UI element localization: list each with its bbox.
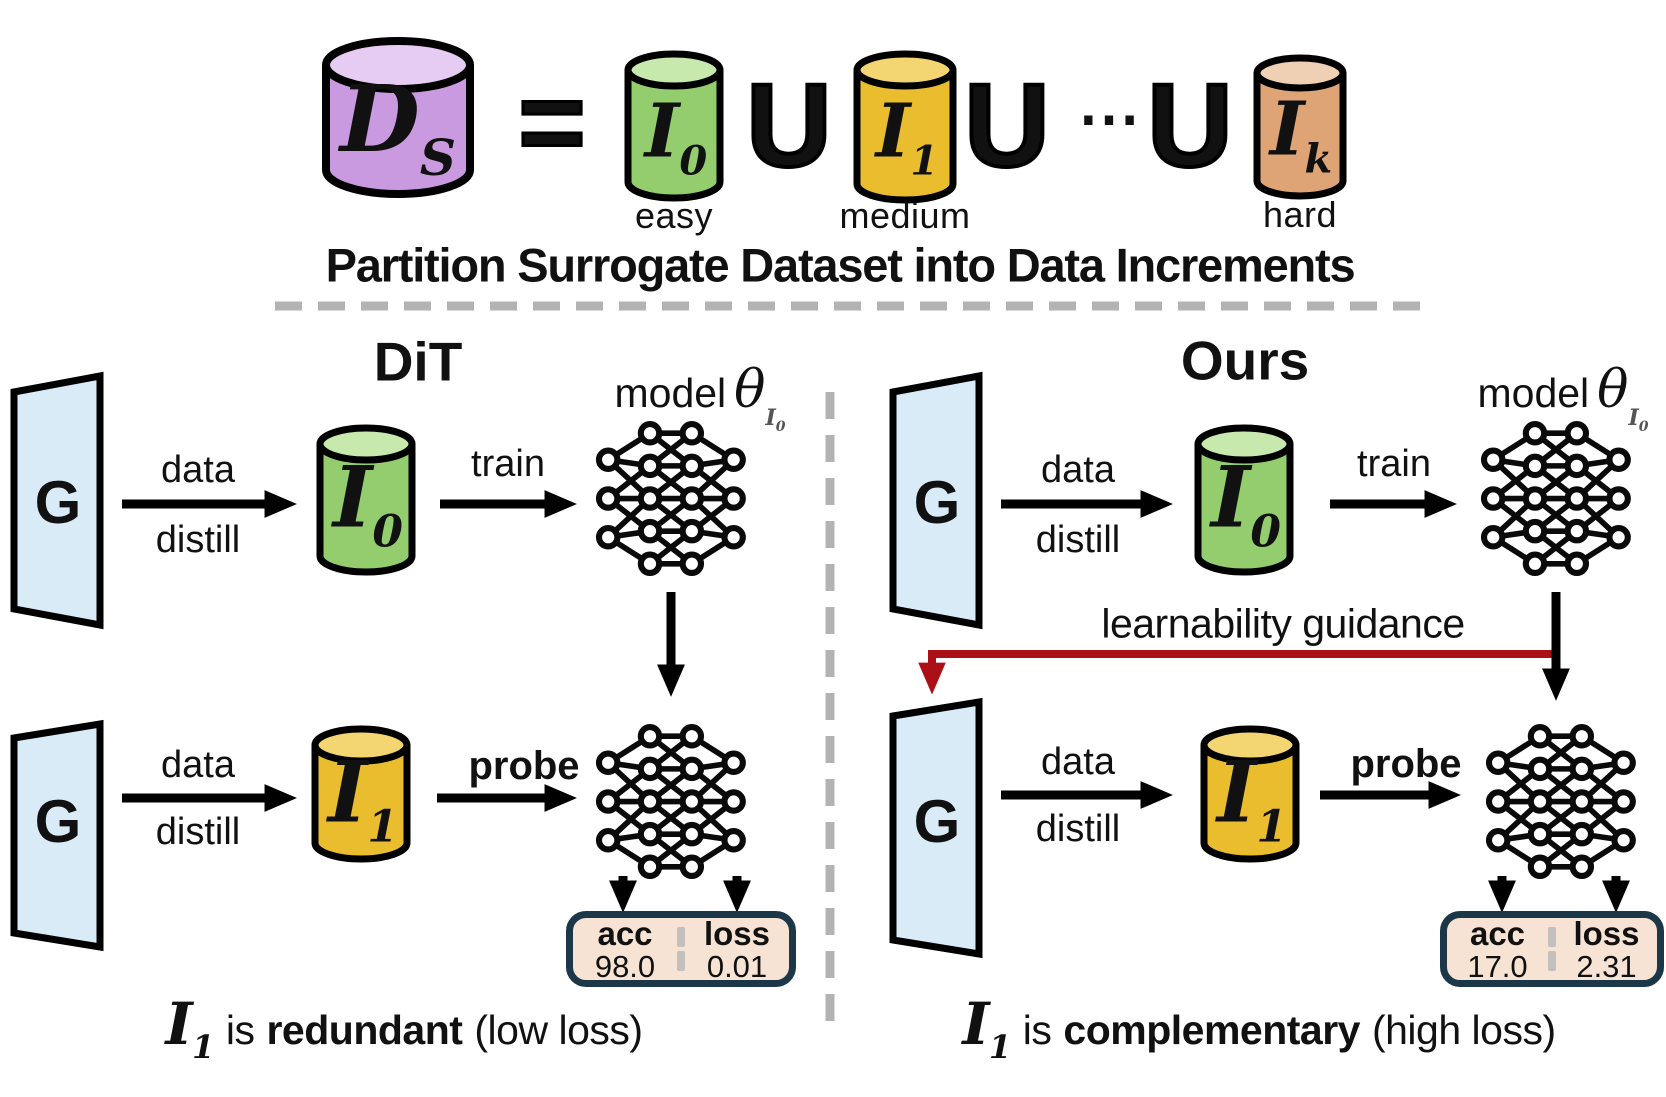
ours-loss-column: loss 2.31 xyxy=(1556,914,1657,984)
dit-generator-label-row2: G xyxy=(34,788,82,855)
ours-i1-cylinder xyxy=(1200,725,1300,863)
ellipsis: ⋯ xyxy=(1078,85,1142,154)
acc-label: acc xyxy=(1469,914,1526,952)
dit-generator-label-row1: G xyxy=(34,469,82,536)
difficulty-hard: hard xyxy=(1262,194,1338,235)
ours-train-label: train xyxy=(1357,443,1431,485)
dit-i1-label: I1 xyxy=(328,742,398,853)
ours-i1-label: I1 xyxy=(1217,742,1287,853)
union-symbol-2: U xyxy=(962,60,1051,192)
ours-i0-label: I0 xyxy=(1211,447,1281,558)
loss-value: 0.01 xyxy=(706,948,768,984)
increment-1-label: I1 xyxy=(875,88,939,185)
increment-0-label: I0 xyxy=(644,88,708,185)
ours-title: Ours xyxy=(1180,329,1310,392)
dit-i1-cylinder xyxy=(311,725,411,863)
loss-value: 2.31 xyxy=(1576,948,1637,984)
ours-metrics-box: acc 17.0 loss 2.31 xyxy=(1440,911,1664,987)
dit-probe-label: probe xyxy=(468,744,580,788)
dit-train-label: train xyxy=(471,443,545,485)
ours-data-label-row1: data xyxy=(1041,449,1115,491)
increment-k-cylinder xyxy=(1253,54,1347,200)
dit-probe-network-icon xyxy=(599,727,743,876)
dit-metrics-box: acc 98.0 loss 0.01 xyxy=(566,911,796,987)
surrogate-dataset-cylinder xyxy=(322,37,474,198)
metrics-divider xyxy=(1548,918,1556,980)
difficulty-easy: easy xyxy=(634,195,714,236)
flow-arrows xyxy=(122,490,1630,913)
dit-title: DiT xyxy=(373,330,463,393)
generator-trapezoid-ours-row2 xyxy=(889,697,983,959)
increment-k-label: Ik xyxy=(1269,86,1333,183)
acc-value: 98.0 xyxy=(594,948,656,984)
ours-data-label-row2: data xyxy=(1041,741,1115,783)
generator-trapezoid-dit-row1 xyxy=(10,371,104,630)
acc-label: acc xyxy=(597,914,653,952)
increment-0-cylinder xyxy=(624,50,724,202)
union-symbol-1: U xyxy=(744,60,833,192)
ours-distill-label-row1: distill xyxy=(1035,519,1121,561)
generator-trapezoid-dit-row2 xyxy=(10,719,104,952)
ours-probe-network-icon xyxy=(1489,727,1633,876)
dit-data-label-row1: data xyxy=(161,449,235,491)
equals-sign: = xyxy=(517,57,588,187)
ours-generator-label-row1: G xyxy=(913,469,961,536)
dit-i0-cylinder xyxy=(316,424,416,576)
metrics-divider xyxy=(677,918,685,980)
ours-i0-cylinder xyxy=(1194,424,1294,576)
dit-loss-column: loss 0.01 xyxy=(685,914,789,984)
ours-probe-label: probe xyxy=(1350,742,1462,786)
ours-distill-label-row2: distill xyxy=(1035,808,1121,850)
surrogate-dataset-label: DS xyxy=(340,65,456,187)
dit-model-network-icon xyxy=(599,424,743,573)
dit-acc-column: acc 98.0 xyxy=(573,914,677,984)
learnability-guidance-label: learnability guidance xyxy=(1101,600,1465,647)
partition-caption: Partition Surrogate Dataset into Data In… xyxy=(325,238,1356,292)
ours-model-network-icon xyxy=(1484,424,1628,573)
ours-generator-label-row2: G xyxy=(913,788,961,855)
dit-data-label-row2: data xyxy=(161,744,235,786)
loss-label: loss xyxy=(1573,914,1640,952)
dit-i0-label: I0 xyxy=(333,447,403,558)
acc-value: 17.0 xyxy=(1467,948,1528,984)
dit-distill-label-row1: distill xyxy=(155,519,241,561)
increment-1-cylinder xyxy=(853,50,957,204)
learnability-guidance-arrow xyxy=(918,650,1556,695)
loss-label: loss xyxy=(703,914,771,952)
dit-distill-label-row2: distill xyxy=(155,811,241,853)
ours-acc-column: acc 17.0 xyxy=(1447,914,1548,984)
generator-trapezoid-ours-row1 xyxy=(889,371,983,630)
union-symbol-3: U xyxy=(1145,60,1234,192)
difficulty-medium: medium xyxy=(839,195,971,236)
